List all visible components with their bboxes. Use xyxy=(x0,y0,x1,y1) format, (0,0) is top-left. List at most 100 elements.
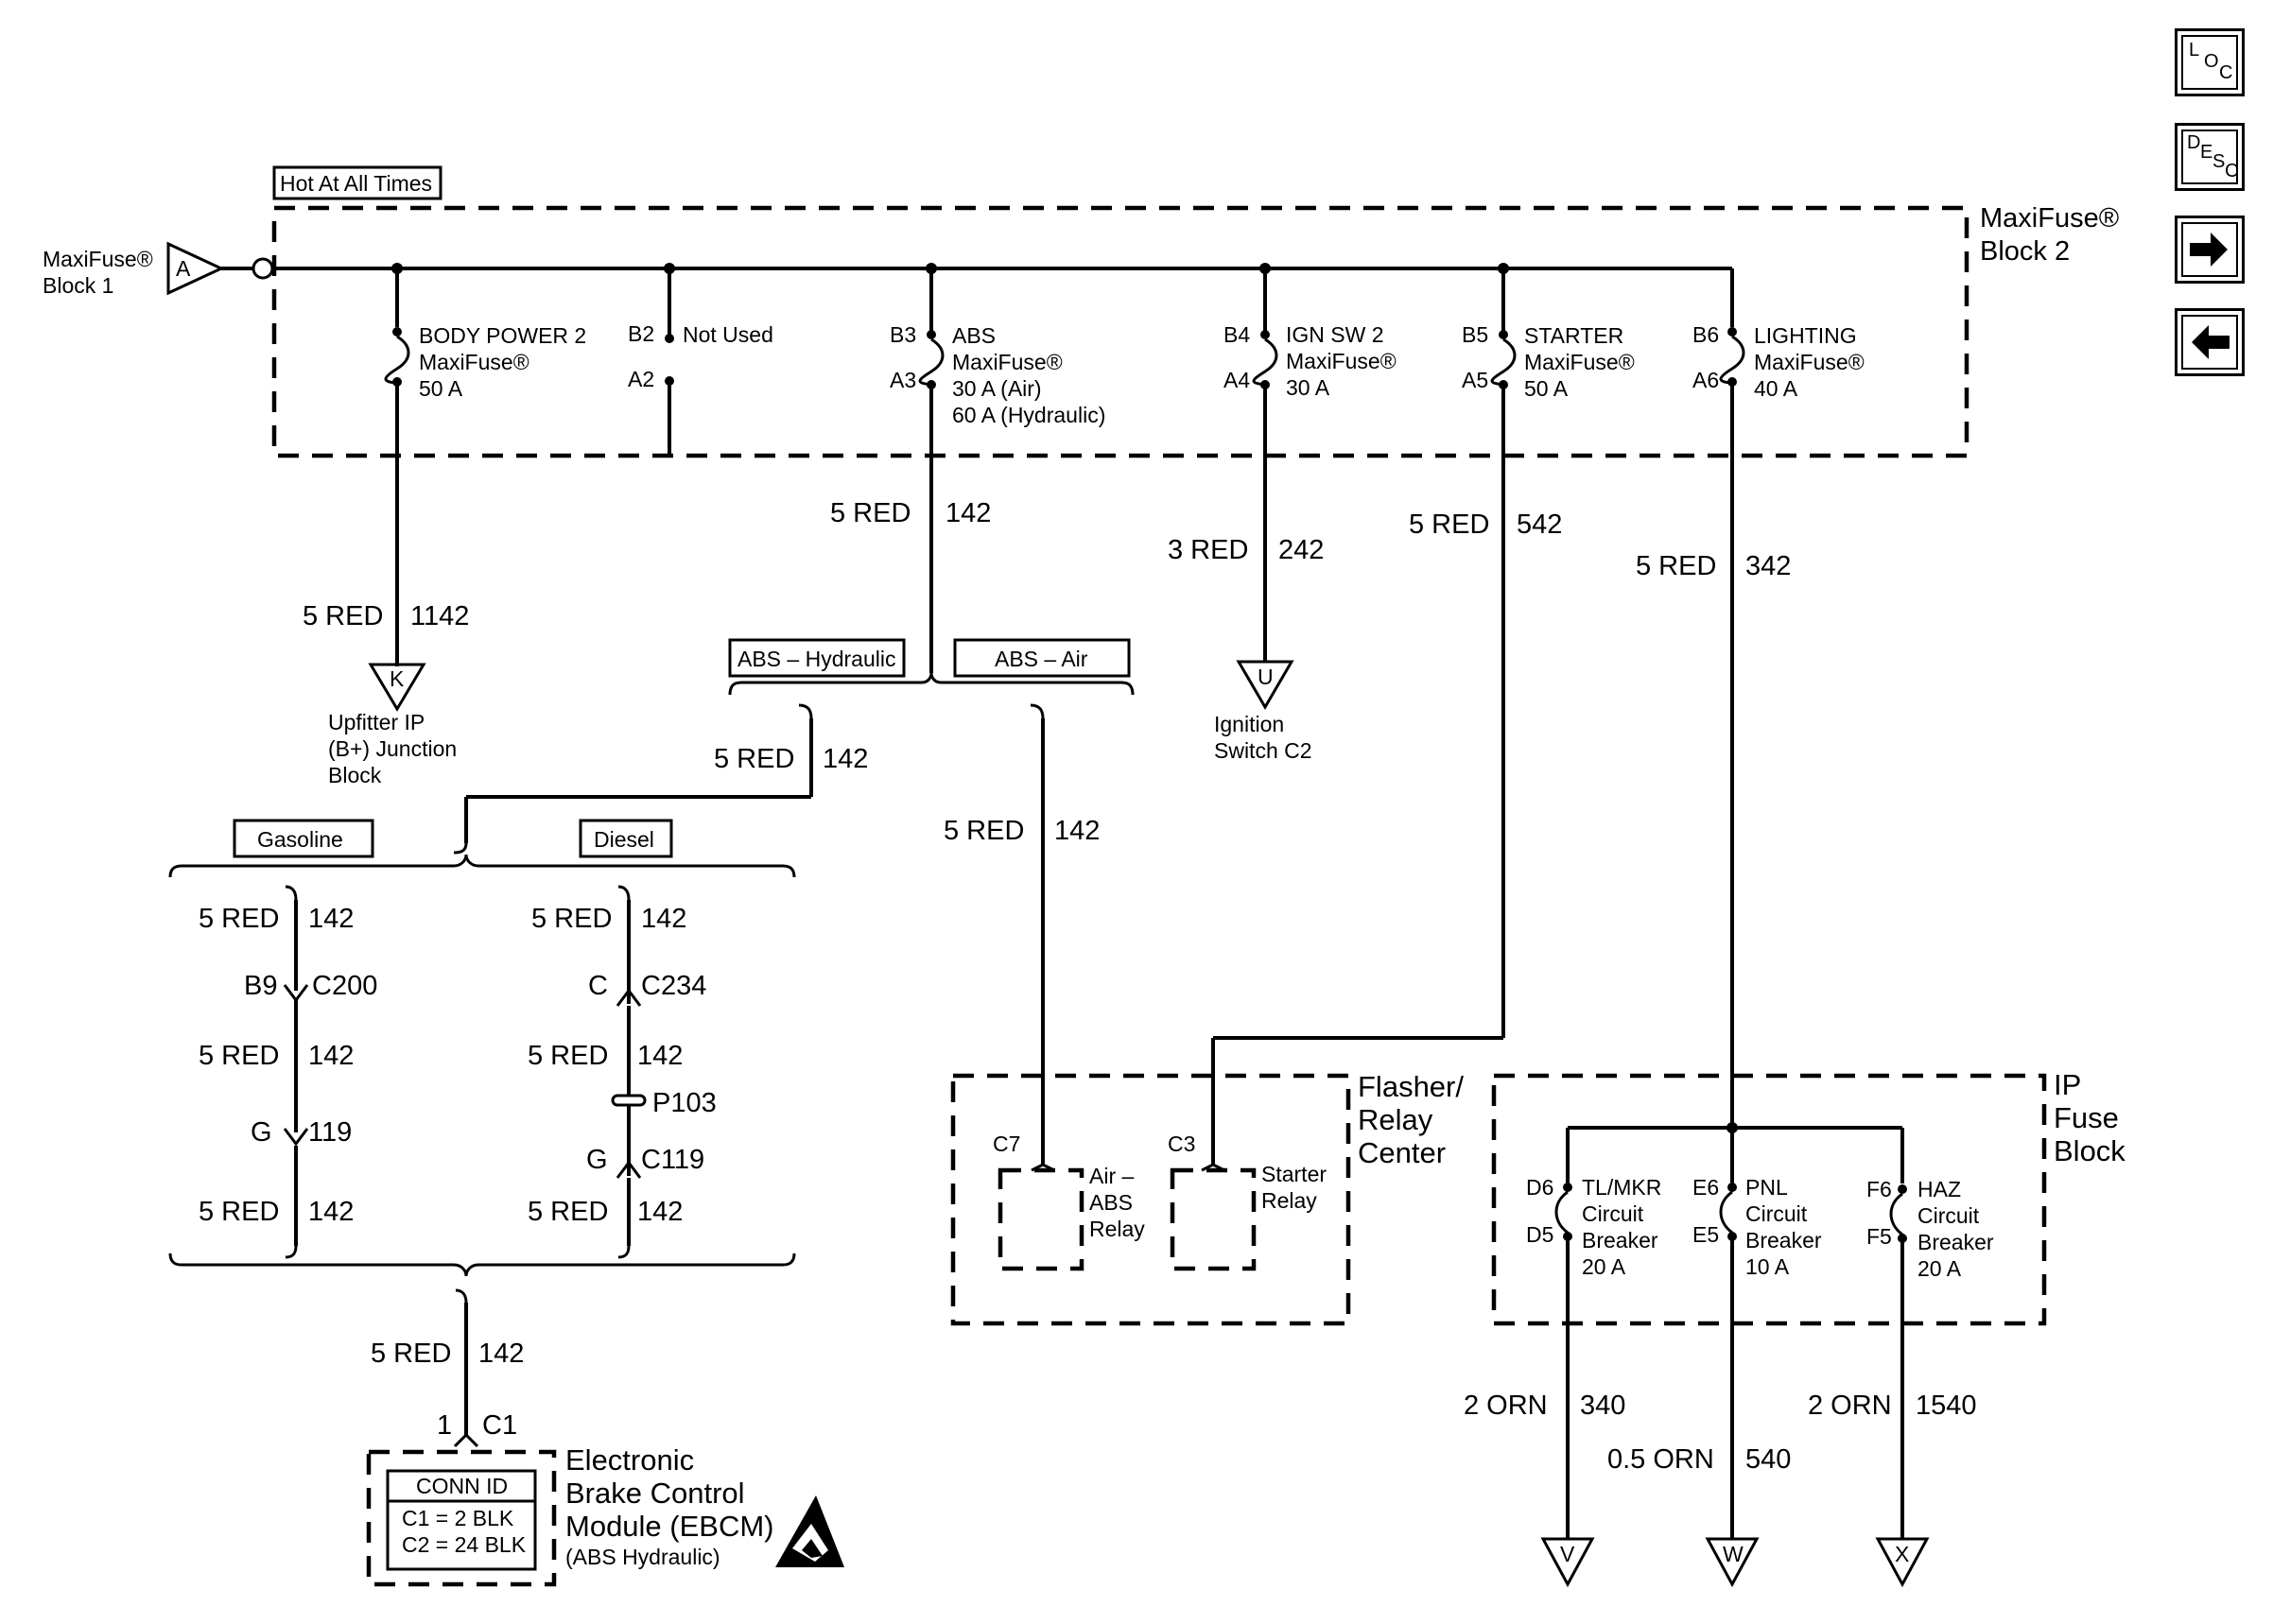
fuse-b6-top-pin: B6 xyxy=(1692,322,1719,347)
breaker-haz-bottom-pin: F5 xyxy=(1866,1224,1892,1249)
gasoline-seg3-number: 142 xyxy=(308,1197,354,1227)
fuse-starter-line-1: STARTER xyxy=(1524,323,1623,348)
maxifuse-block-2: Hot At All Times MaxiFuse® Block 2 xyxy=(271,165,2119,458)
gasoline-seg1-number: 142 xyxy=(308,904,354,934)
fuse-ign-sw-2-line-2: MaxiFuse® xyxy=(1286,349,1397,373)
description-button[interactable]: D E S C xyxy=(2175,123,2245,191)
connector-k-label-3: Block xyxy=(328,763,382,787)
ebcm-name-2: Brake Control xyxy=(565,1477,745,1510)
ebcm-pin-1: 1 xyxy=(437,1410,452,1441)
maxifuse-block-1-source: MaxiFuse® Block 1 A xyxy=(43,241,274,298)
loc-letter-c: C xyxy=(2219,62,2233,83)
connector-c119-pin: G xyxy=(586,1145,608,1175)
connector-u-letter: U xyxy=(1258,665,1274,689)
fuse-lighting-line-1: LIGHTING xyxy=(1754,323,1857,348)
breaker-tl-mkr-line-2: Circuit xyxy=(1582,1201,1644,1226)
diesel-seg1-spec: 5 RED xyxy=(531,904,612,934)
connector-c119-name: C119 xyxy=(641,1145,704,1175)
source-connector-pin: A xyxy=(176,256,191,281)
breaker-tl-mkr-line-3: Breaker xyxy=(1582,1228,1658,1253)
connector-k-upfitter: K Upfitter IP (B+) Junction Block xyxy=(328,663,457,787)
fuse-body-power-2: BODY POWER 2 MaxiFuse® 50 A xyxy=(384,263,586,666)
fuse-body-power-2-line-1: BODY POWER 2 xyxy=(419,323,586,348)
ebcm-connector-c1: C1 xyxy=(482,1410,517,1441)
wire-242-spec: 3 RED xyxy=(1168,535,1248,565)
fuse-abs-line-2: MaxiFuse® xyxy=(952,350,1063,374)
gasoline-path: 5 RED 142 B9 C200 5 RED 142 G 119 5 RED … xyxy=(199,885,377,1259)
connector-k-letter: K xyxy=(390,666,405,691)
gasoline-seg2-spec: 5 RED xyxy=(199,1041,279,1071)
breaker-pnl-line-4: 10 A xyxy=(1745,1254,1790,1279)
fuse-body-power-2-line-2: MaxiFuse® xyxy=(419,350,529,374)
wire-142-ebcm-number: 142 xyxy=(478,1339,524,1369)
wire-242-number: 242 xyxy=(1278,535,1324,565)
fuse-not-used-label: Not Used xyxy=(683,322,773,347)
starter-relay-label-2: Relay xyxy=(1261,1188,1317,1213)
fuse-ign-sw-2-line-3: 30 A xyxy=(1286,375,1330,400)
option-diesel: Diesel xyxy=(594,827,654,852)
connector-c234-name: C234 xyxy=(641,971,706,1001)
gasoline-seg2-number: 142 xyxy=(308,1041,354,1071)
wire-1142-spec: 5 RED xyxy=(303,601,383,631)
fuse-not-used: B2 A2 Not Used xyxy=(628,263,773,456)
maxifuse-block-2-name-2: Block 2 xyxy=(1980,236,2070,267)
source-connector-a xyxy=(166,241,225,296)
fuse-lighting-line-3: 40 A xyxy=(1754,376,1798,401)
fuse-lighting-line-2: MaxiFuse® xyxy=(1754,350,1865,374)
fuse-b5-top-pin: B5 xyxy=(1462,322,1488,347)
maxifuse-block-1-name-1: MaxiFuse® xyxy=(43,247,153,271)
breaker-haz: F6 F5 HAZ Circuit Breaker 20 A xyxy=(1866,1177,1994,1539)
breaker-tl-mkr-line-1: TL/MKR xyxy=(1582,1175,1661,1200)
fuse-a3-bottom-pin: A3 xyxy=(890,368,916,392)
fuse-starter: B5 A5 STARTER MaxiFuse® 50 A xyxy=(1462,263,1635,1038)
ebcm-name-1: Electronic xyxy=(565,1443,694,1477)
breaker-haz-top-pin: F6 xyxy=(1866,1177,1892,1201)
fuse-ign-sw-2-line-1: IGN SW 2 xyxy=(1286,322,1384,347)
air-relay-label-3: Relay xyxy=(1089,1217,1145,1241)
maxifuse-block-2-name-1: MaxiFuse® xyxy=(1980,203,2119,233)
connector-k-label-1: Upfitter IP xyxy=(328,710,425,734)
ip-fuse-name-3: Block xyxy=(2054,1134,2126,1167)
connector-u-label-1: Ignition xyxy=(1214,712,1284,736)
option-abs-hydraulic: ABS – Hydraulic xyxy=(737,647,895,671)
conn-id-title: CONN ID xyxy=(416,1474,508,1498)
air-relay-pin-c7: C7 xyxy=(993,1132,1020,1156)
breaker-pnl: E6 E5 PNL Circuit Breaker 10 A xyxy=(1692,1175,1822,1539)
wire-142-abs-number: 142 xyxy=(946,498,991,528)
diesel-seg3-spec: 5 RED xyxy=(528,1197,608,1227)
gasoline-seg3-spec: 5 RED xyxy=(199,1197,279,1227)
desc-letter-s: S xyxy=(2212,151,2226,172)
maxifuse-block-2-outline xyxy=(271,205,1969,458)
fuse-b2-top-pin: B2 xyxy=(628,321,654,346)
fuse-abs-line-4: 60 A (Hydraulic) xyxy=(952,403,1105,427)
wire-342-number: 342 xyxy=(1745,551,1791,581)
ebcm-name-3: Module (EBCM) xyxy=(565,1510,774,1543)
previous-page-button[interactable] xyxy=(2175,308,2245,376)
ebcm-module: CONN ID C1 = 2 BLK C2 = 24 BLK Electroni… xyxy=(366,1443,844,1587)
breaker-tl-mkr: D6 D5 TL/MKR Circuit Breaker 20 A xyxy=(1526,1175,1661,1539)
pass-through-p103: P103 xyxy=(652,1088,717,1118)
wire-142-ebcm-spec: 5 RED xyxy=(371,1339,451,1369)
connector-v-letter: V xyxy=(1560,1542,1575,1566)
gasoline-seg1-spec: 5 RED xyxy=(199,904,279,934)
starter-relay-label-1: Starter xyxy=(1261,1162,1327,1186)
breaker-pnl-bottom-pin: E5 xyxy=(1692,1222,1719,1247)
ebcm-feed: 5 RED 142 1 C1 xyxy=(168,1253,796,1448)
arrow-left-icon xyxy=(2192,325,2230,359)
location-button[interactable]: L O C xyxy=(2175,28,2245,96)
desc-letter-d: D xyxy=(2187,132,2201,153)
connector-c200-pin: B9 xyxy=(244,971,277,1001)
hot-at-all-times-label: Hot At All Times xyxy=(280,171,432,196)
connector-119-name: 119 xyxy=(308,1117,352,1148)
ip-fuse-name-2: Fuse xyxy=(2054,1101,2119,1134)
breaker-tl-mkr-top-pin: D6 xyxy=(1526,1175,1553,1200)
desc-letter-e: E xyxy=(2200,142,2213,163)
fuse-starter-line-2: MaxiFuse® xyxy=(1524,350,1635,374)
esd-warning-icon xyxy=(775,1495,844,1567)
diesel-seg1-number: 142 xyxy=(641,904,686,934)
wire-1540-spec: 2 ORN xyxy=(1808,1391,1892,1421)
wire-542-number: 542 xyxy=(1517,510,1562,540)
wire-340-number: 340 xyxy=(1580,1391,1625,1421)
next-page-button[interactable] xyxy=(2175,216,2245,284)
